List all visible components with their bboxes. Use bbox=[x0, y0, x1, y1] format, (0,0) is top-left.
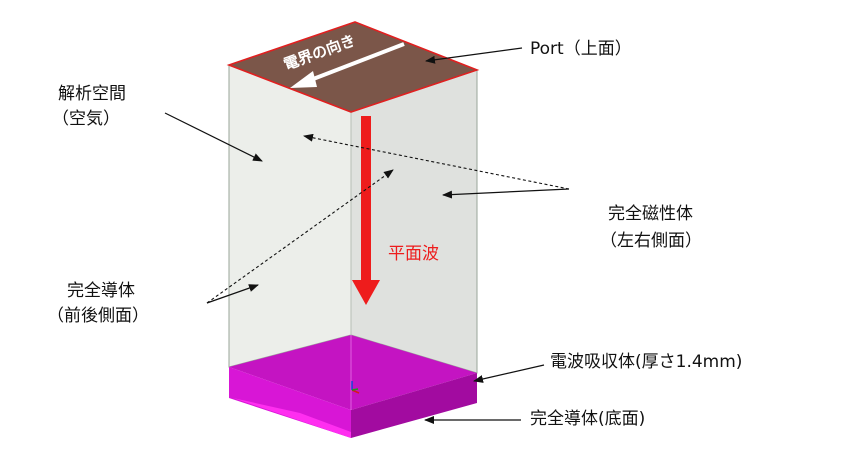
analysis-space-label-line2: （空気） bbox=[52, 109, 120, 129]
port-top-face bbox=[226, 21, 480, 113]
absorber-top-face bbox=[229, 335, 477, 410]
pec-side-label-line1: 完全導体 bbox=[67, 281, 135, 301]
port-leader-line bbox=[425, 47, 523, 64]
axis-glyph-y bbox=[351, 388, 359, 391]
analysis-space-label-line1: 解析空間 bbox=[58, 84, 126, 104]
pmc-leader-line-1 bbox=[303, 133, 570, 190]
pec-bottom-label: 完全導体(底面) bbox=[530, 409, 645, 429]
absorber-leader-line bbox=[473, 364, 545, 383]
pec-side-label-line2: （前後側面） bbox=[47, 306, 149, 326]
port-label: Port（上面） bbox=[530, 39, 632, 59]
left-front-face bbox=[228, 64, 352, 368]
pec-bottom-face bbox=[233, 398, 351, 438]
pmc-label-line2: （左右側面） bbox=[600, 231, 702, 251]
analysis-space-leader-line bbox=[164, 112, 263, 162]
efield-arrow-head bbox=[290, 71, 317, 88]
pec-side-leader-line-2 bbox=[206, 284, 259, 304]
plane-wave-label: 平面波 bbox=[388, 244, 439, 264]
absorber-label: 電波吸収体(厚さ1.4mm) bbox=[550, 352, 742, 372]
pmc-label-line1: 完全磁性体 bbox=[608, 204, 693, 224]
plane-wave-arrow-shaft bbox=[361, 116, 371, 282]
absorber-right-face bbox=[351, 373, 477, 438]
plane-wave-arrow-head bbox=[352, 280, 380, 305]
pmc-leader-line-2 bbox=[442, 188, 570, 199]
efield-arrow-shaft bbox=[307, 42, 405, 83]
absorber-front-face bbox=[229, 367, 351, 438]
